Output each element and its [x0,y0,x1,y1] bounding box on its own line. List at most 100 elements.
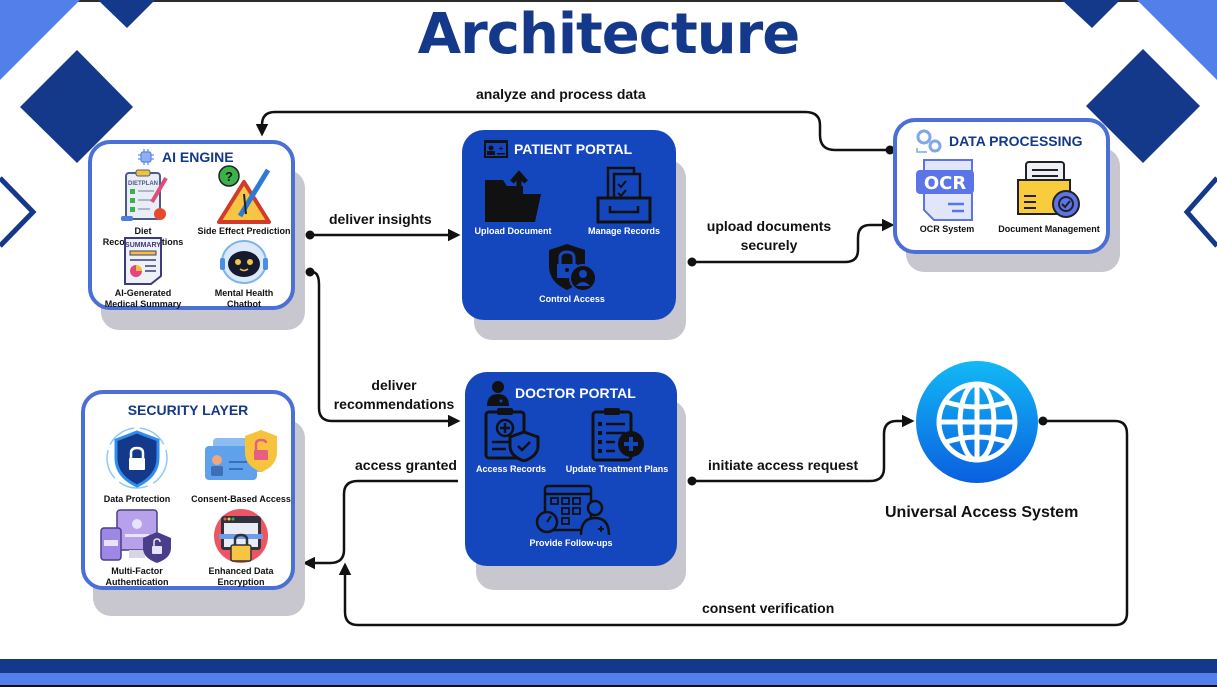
connector-upload-documents [692,218,895,264]
corner-triangle-top-right [1137,0,1217,80]
top-border [0,0,1217,2]
ai-chip-icon [138,149,154,165]
label-line: upload documents [706,218,832,234]
ai-item-side-effect-prediction: ? Side Effect Prediction [197,164,291,237]
page-title: Architecture [417,2,800,67]
svg-text:SUMMARY: SUMMARY [125,242,161,249]
chatbot-robot-icon [220,240,268,284]
patient-item-label: Control Access [539,294,605,304]
security-layer-title: SECURITY LAYER [85,402,291,418]
security-item-data-protection: Data Protection [89,424,185,505]
diamond-top-right-small [1062,0,1120,28]
ai-item-label: Mental Health Chatbot [214,288,274,309]
doctor-icon [487,381,509,406]
data-processing-title-text: DATA PROCESSING [949,133,1083,149]
footer-bar-blue [0,673,1217,685]
patient-portal-title-text: PATIENT PORTAL [514,141,633,157]
label-line: recommendations [333,396,455,412]
label-line: securely [740,237,798,253]
patient-portal-title: + PATIENT PORTAL [484,140,632,158]
security-item-multi-factor-auth: Multi-Factor Authentication [89,508,185,588]
warning-syringe-icon: ? [217,165,271,224]
label-upload-documents-securely: upload documents securely [702,217,836,255]
connector-dot [1038,416,1048,426]
patient-item-manage-records: Manage Records [580,166,668,237]
calendar-nurse-icon [535,484,611,536]
connector-dot [305,267,315,277]
shield-lock-user-icon [549,244,597,292]
ai-engine-card: AI ENGINE DIETPLAN Diet Recommendations … [88,140,295,310]
dp-item-ocr-system: OCR OCR System [905,158,989,235]
ai-item-mental-health-chatbot: Mental Health Chatbot [197,236,291,310]
globe-icon [916,361,1038,483]
clipboard-shield-icon [484,408,540,462]
gears-database-icon [916,129,942,153]
label-deliver-insights: deliver insights [329,211,432,227]
doctor-item-label: Provide Follow-ups [529,538,613,548]
ai-item-label: AI-Generated Medical Summary [104,288,182,309]
connector-dot [305,230,315,240]
diamond-top-left-small [98,0,155,28]
dp-item-document-management: Document Management [993,158,1105,235]
shield-lock-icon [106,427,168,489]
chevron-left [0,176,37,248]
svg-text:+: + [499,144,504,153]
label-deliver-recommendations: deliver recommendations [332,376,456,414]
multi-device-lock-icon [100,509,171,563]
dp-item-label: Document Management [998,224,1100,234]
connector-consent-verification [338,419,1129,627]
security-item-label: Multi-Factor Authentication [105,566,169,587]
connector-dot [687,476,697,486]
patient-item-label: Manage Records [587,226,661,236]
ai-item-ai-medical-summary: SUMMARY AI-Generated Medical Summary [97,236,189,310]
security-item-label: Enhanced Data Encryption [208,566,274,587]
patient-portal-card: + PATIENT PORTAL Upload Document Manage … [462,130,676,320]
label-initiate-access-request: initiate access request [708,457,859,473]
folder-gear-icon [1017,161,1080,218]
data-processing-title: DATA PROCESSING [915,128,1083,154]
connector-initiate-access [692,414,915,483]
svg-text:?: ? [225,169,233,184]
summary-document-icon: SUMMARY [124,237,162,285]
security-item-consent-based-access: Consent-Based Access [191,424,291,505]
ai-item-label: Side Effect Prediction [197,226,291,236]
patient-item-label: Upload Document [474,226,552,236]
ai-engine-title: AI ENGINE [136,148,234,166]
doctor-item-update-treatment-plans: Update Treatment Plans [561,406,673,475]
corner-triangle-top-left [0,0,80,80]
patient-item-control-access: Control Access [527,242,617,305]
footer-bar-navy [0,659,1217,673]
label-analyze-process-data: analyze and process data [476,86,646,102]
svg-text:DIETPLAN: DIETPLAN [128,181,158,187]
ocr-icon-text: OCR [924,173,967,194]
dp-item-label: OCR System [919,224,975,234]
doctor-item-provide-follow-ups: Provide Follow-ups [521,480,621,549]
connector-deliver-recommendations [311,270,461,428]
connector-dot [687,257,697,267]
chevron-right [1183,176,1217,248]
universal-access-label: Universal Access System [885,504,1079,521]
security-item-enhanced-encryption: Enhanced Data Encryption [191,508,291,588]
clipboard-plus-icon [591,408,644,462]
doctor-portal-title: DOCTOR PORTAL [487,380,636,406]
doctor-item-label: Access Records [475,464,547,474]
ocr-document-icon: OCR [916,159,974,221]
id-card-icon: + [484,140,508,158]
security-layer-title-text: SECURITY LAYER [127,402,249,418]
connector-dot [885,145,895,155]
connector-access-granted [302,479,458,570]
connector-analyze-process-data [255,110,890,152]
security-item-label: Consent-Based Access [191,494,291,504]
patient-item-upload-document: Upload Document [470,170,556,237]
browser-padlock-icon [214,509,268,563]
doctor-item-access-records: Access Records [471,406,551,475]
security-layer-card: SECURITY LAYER Data Protection Consent-B… [81,390,295,590]
security-item-label: Data Protection [103,494,171,504]
doctor-portal-card: DOCTOR PORTAL Access Records Update Trea… [465,372,677,566]
id-card-shield-icon [205,430,277,480]
diamond-left-large [20,50,133,163]
records-drawer-icon [596,166,652,224]
doctor-item-label: Update Treatment Plans [565,464,669,474]
